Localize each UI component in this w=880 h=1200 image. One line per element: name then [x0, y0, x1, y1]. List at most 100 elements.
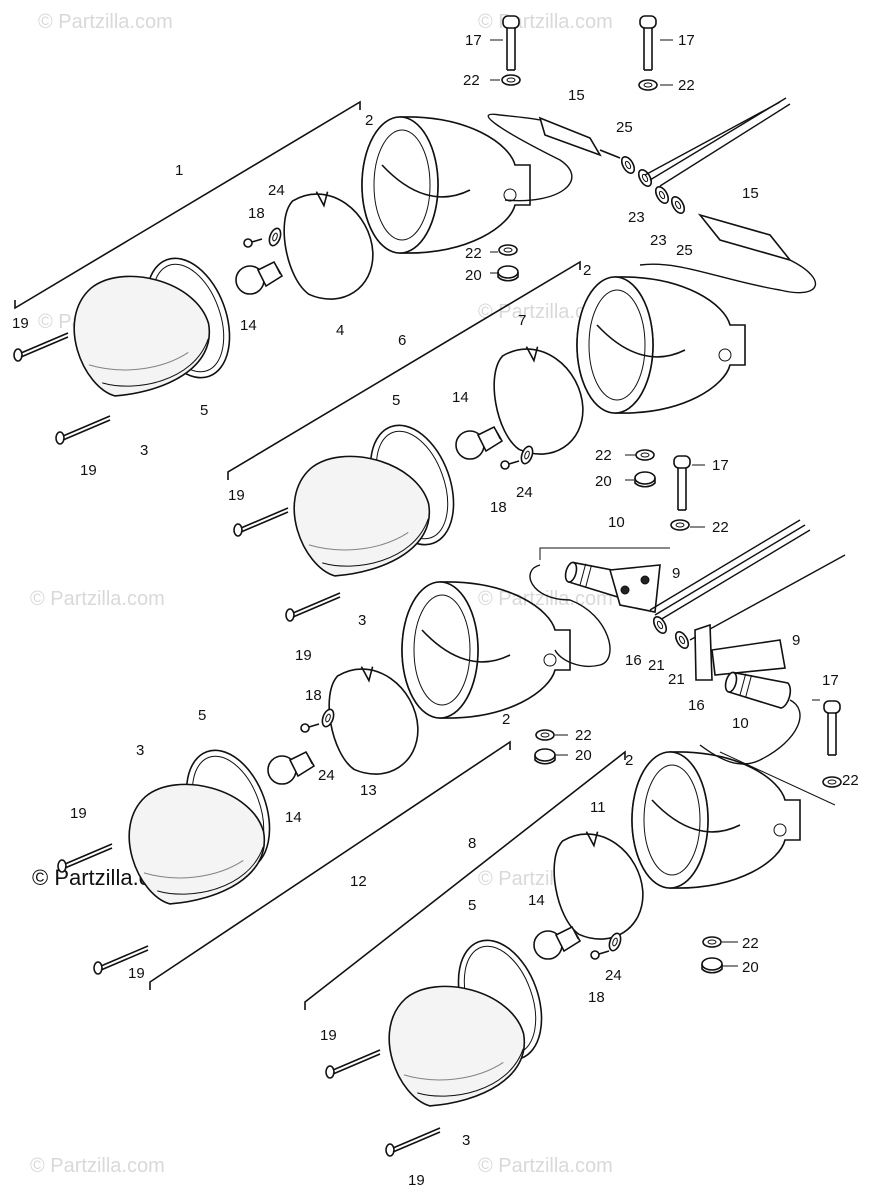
label-13: 13 — [360, 782, 377, 799]
label-10: 10 — [732, 715, 749, 732]
washer — [618, 153, 638, 177]
bulb — [455, 426, 503, 460]
label-24: 24 — [318, 767, 335, 784]
label-21: 21 — [648, 657, 665, 674]
label-22: 22 — [463, 72, 480, 89]
assembly-12 — [57, 581, 571, 990]
label-24: 24 — [516, 484, 533, 501]
reflector-plate — [486, 337, 591, 462]
connector-body — [538, 116, 602, 157]
washer — [498, 244, 518, 256]
nut — [634, 471, 656, 488]
part-labels: 1 2 3 4 5 19 19 18 24 14 17 22 17 22 15 … — [12, 32, 859, 1189]
lens-screw — [285, 592, 341, 622]
label-14: 14 — [285, 809, 302, 826]
label-3: 3 — [136, 742, 144, 759]
screw — [500, 460, 520, 470]
washer — [652, 183, 672, 207]
label-23: 23 — [650, 232, 667, 249]
label-12: 12 — [350, 873, 367, 890]
mounting-hardware-middle — [529, 519, 846, 974]
label-22: 22 — [842, 772, 859, 789]
terminal-bracket — [694, 623, 713, 681]
lens-screw — [233, 507, 289, 537]
label-24: 24 — [605, 967, 622, 984]
label-5: 5 — [198, 707, 206, 724]
label-17: 17 — [822, 672, 839, 689]
label-9: 9 — [672, 565, 680, 582]
label-14: 14 — [528, 892, 545, 909]
label-19: 19 — [408, 1172, 425, 1189]
label-18: 18 — [248, 205, 265, 222]
washer — [670, 519, 690, 531]
label-11: 11 — [590, 799, 606, 816]
label-22: 22 — [575, 727, 592, 744]
label-2: 2 — [502, 711, 510, 728]
washer — [638, 79, 658, 91]
label-19: 19 — [228, 487, 245, 504]
label-16: 16 — [688, 697, 705, 714]
label-14: 14 — [240, 317, 257, 334]
screw — [243, 238, 263, 248]
label-2: 2 — [625, 752, 633, 769]
screw — [590, 950, 610, 960]
watermark-text: © Partzilla.com — [478, 301, 613, 323]
leader-lines — [490, 39, 820, 967]
label-21: 21 — [668, 671, 685, 688]
washer — [501, 74, 521, 86]
label-20: 20 — [595, 473, 612, 490]
washer — [822, 776, 842, 788]
washer — [535, 729, 555, 741]
label-4: 4 — [336, 322, 344, 339]
label-7: 7 — [518, 312, 526, 329]
lens-screw — [325, 1049, 381, 1079]
watermark-text: © Partzilla.com — [478, 588, 613, 610]
label-19: 19 — [295, 647, 312, 664]
label-20: 20 — [742, 959, 759, 976]
bolt — [639, 15, 657, 71]
label-24: 24 — [268, 182, 285, 199]
label-5: 5 — [200, 402, 208, 419]
nut — [701, 957, 723, 974]
assembly-8 — [304, 750, 801, 1157]
label-19: 19 — [320, 1027, 337, 1044]
label-22: 22 — [678, 77, 695, 94]
housing — [631, 751, 801, 889]
watermark-text: © Partzilla.com — [478, 1155, 613, 1177]
washer — [635, 166, 655, 190]
label-22: 22 — [712, 519, 729, 536]
washer — [668, 193, 688, 217]
label-19: 19 — [70, 805, 87, 822]
assembly-6 — [227, 260, 746, 622]
label-19: 19 — [128, 965, 145, 982]
assembly-1 — [13, 100, 531, 445]
label-17: 17 — [678, 32, 695, 49]
screw — [300, 723, 320, 733]
label-3: 3 — [462, 1132, 470, 1149]
bulb — [533, 926, 581, 960]
label-14: 14 — [452, 389, 469, 406]
label-19: 19 — [80, 462, 97, 479]
washer — [266, 226, 284, 248]
label-3: 3 — [358, 612, 366, 629]
watermark-text: © Partzilla.com — [38, 11, 173, 33]
watermark-text: © Partzilla.com — [30, 1155, 165, 1177]
bolt — [502, 15, 520, 71]
label-20: 20 — [465, 267, 482, 284]
assembly-bracket — [14, 100, 361, 310]
bulb — [267, 751, 315, 785]
mounting-hardware-top — [487, 15, 817, 294]
label-1: 1 — [175, 162, 183, 179]
housing — [361, 116, 531, 254]
label-17: 17 — [712, 457, 729, 474]
label-22: 22 — [742, 935, 759, 952]
assembly-bracket — [227, 260, 581, 480]
label-17: 17 — [465, 32, 482, 49]
lens-screw — [13, 332, 69, 362]
washer — [672, 628, 692, 652]
watermark-text: © Partzilla.com — [478, 11, 613, 33]
socket — [722, 666, 794, 711]
label-5: 5 — [392, 392, 400, 409]
label-3: 3 — [140, 442, 148, 459]
washer — [650, 613, 670, 637]
